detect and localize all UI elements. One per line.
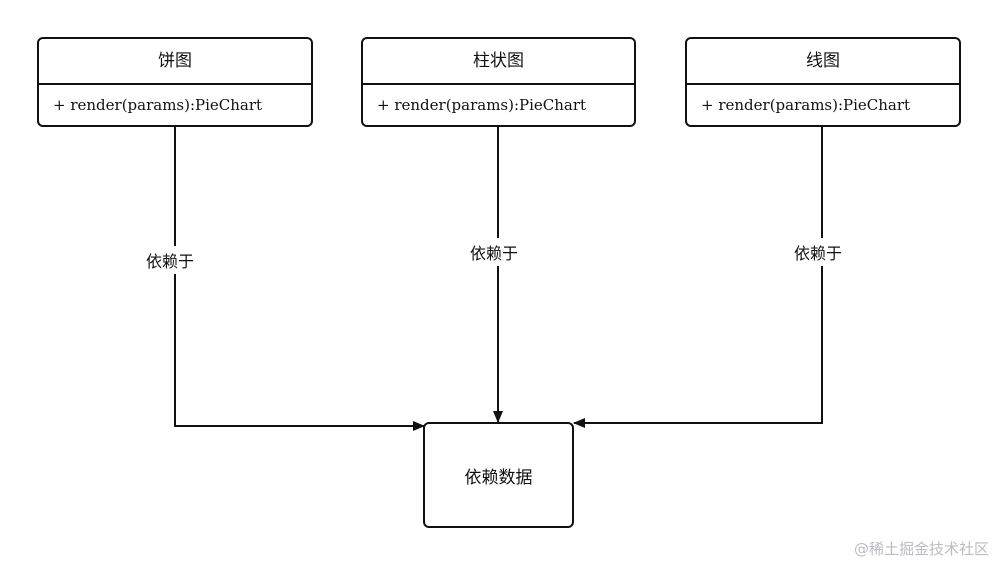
edge-label-bar: 依赖于 [468, 238, 521, 266]
class-method: + render(params):PieChart [701, 96, 911, 114]
class-method: + render(params):PieChart [377, 96, 587, 114]
class-name: 柱状图 [363, 39, 634, 85]
edge-label-pie: 依赖于 [144, 246, 197, 274]
watermark-text: @稀土掘金技术社区 [853, 540, 989, 558]
class-method: + render(params):PieChart [53, 96, 263, 114]
class-pie-chart[interactable]: 饼图 + render(params):PieChart [37, 37, 313, 127]
dependency-edge-line [573, 127, 823, 428]
class-name: 线图 [687, 39, 959, 85]
class-line-chart[interactable]: 线图 + render(params):PieChart [685, 37, 961, 127]
class-bar-chart[interactable]: 柱状图 + render(params):PieChart [361, 37, 636, 127]
class-name: 饼图 [39, 39, 311, 85]
dependency-data-box[interactable]: 依赖数据 [423, 422, 574, 528]
dependency-edge-pie [174, 127, 425, 431]
edge-label-line: 依赖于 [792, 238, 845, 266]
